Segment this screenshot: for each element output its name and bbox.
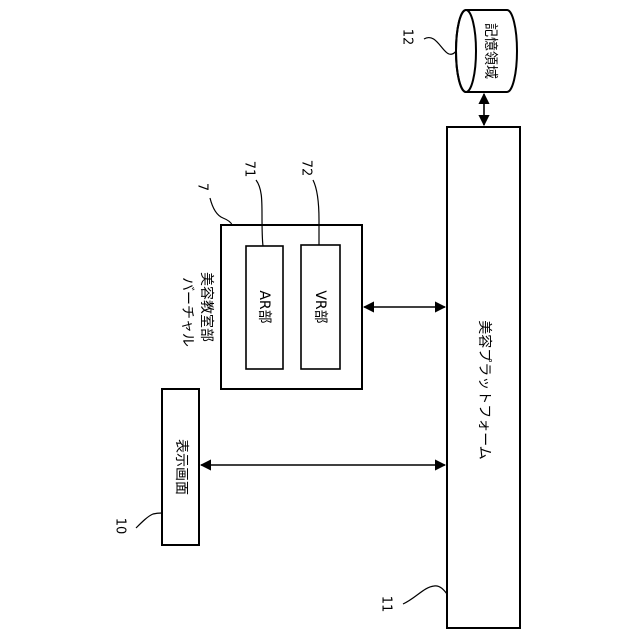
virtual-classroom-label-line2: 美容教室部: [198, 272, 215, 342]
virtual-classroom-label-line1: バーチャル: [179, 277, 195, 347]
storage-cylinder: 記憶領域: [456, 10, 517, 92]
ar-unit-ref-number: 71: [242, 161, 257, 178]
platform-box: 美容プラットフォーム: [447, 127, 520, 628]
storage-ref-number: 12: [400, 29, 415, 46]
storage-leader-line: [424, 38, 456, 55]
vr-unit-label: VR部: [312, 290, 328, 323]
display-screen-box: 表示画面: [162, 389, 199, 545]
storage-label: 記憶領域: [482, 23, 499, 79]
vr-unit-box: VR部: [301, 245, 340, 369]
platform-ref-number: 11: [379, 596, 394, 613]
display-screen-ref-number: 10: [113, 518, 128, 535]
ar-unit-box: AR部: [246, 246, 283, 369]
display-screen-label: 表示画面: [173, 439, 189, 495]
vr-unit-ref-number: 72: [299, 160, 314, 177]
platform-label: 美容プラットフォーム: [476, 320, 493, 460]
display-screen-leader-line: [136, 513, 162, 528]
platform-leader-line: [403, 586, 447, 604]
ar-unit-label: AR部: [256, 290, 272, 323]
virtual-classroom-ref-number: 7: [195, 183, 210, 191]
virtual-classroom-leader-line: [210, 198, 232, 225]
